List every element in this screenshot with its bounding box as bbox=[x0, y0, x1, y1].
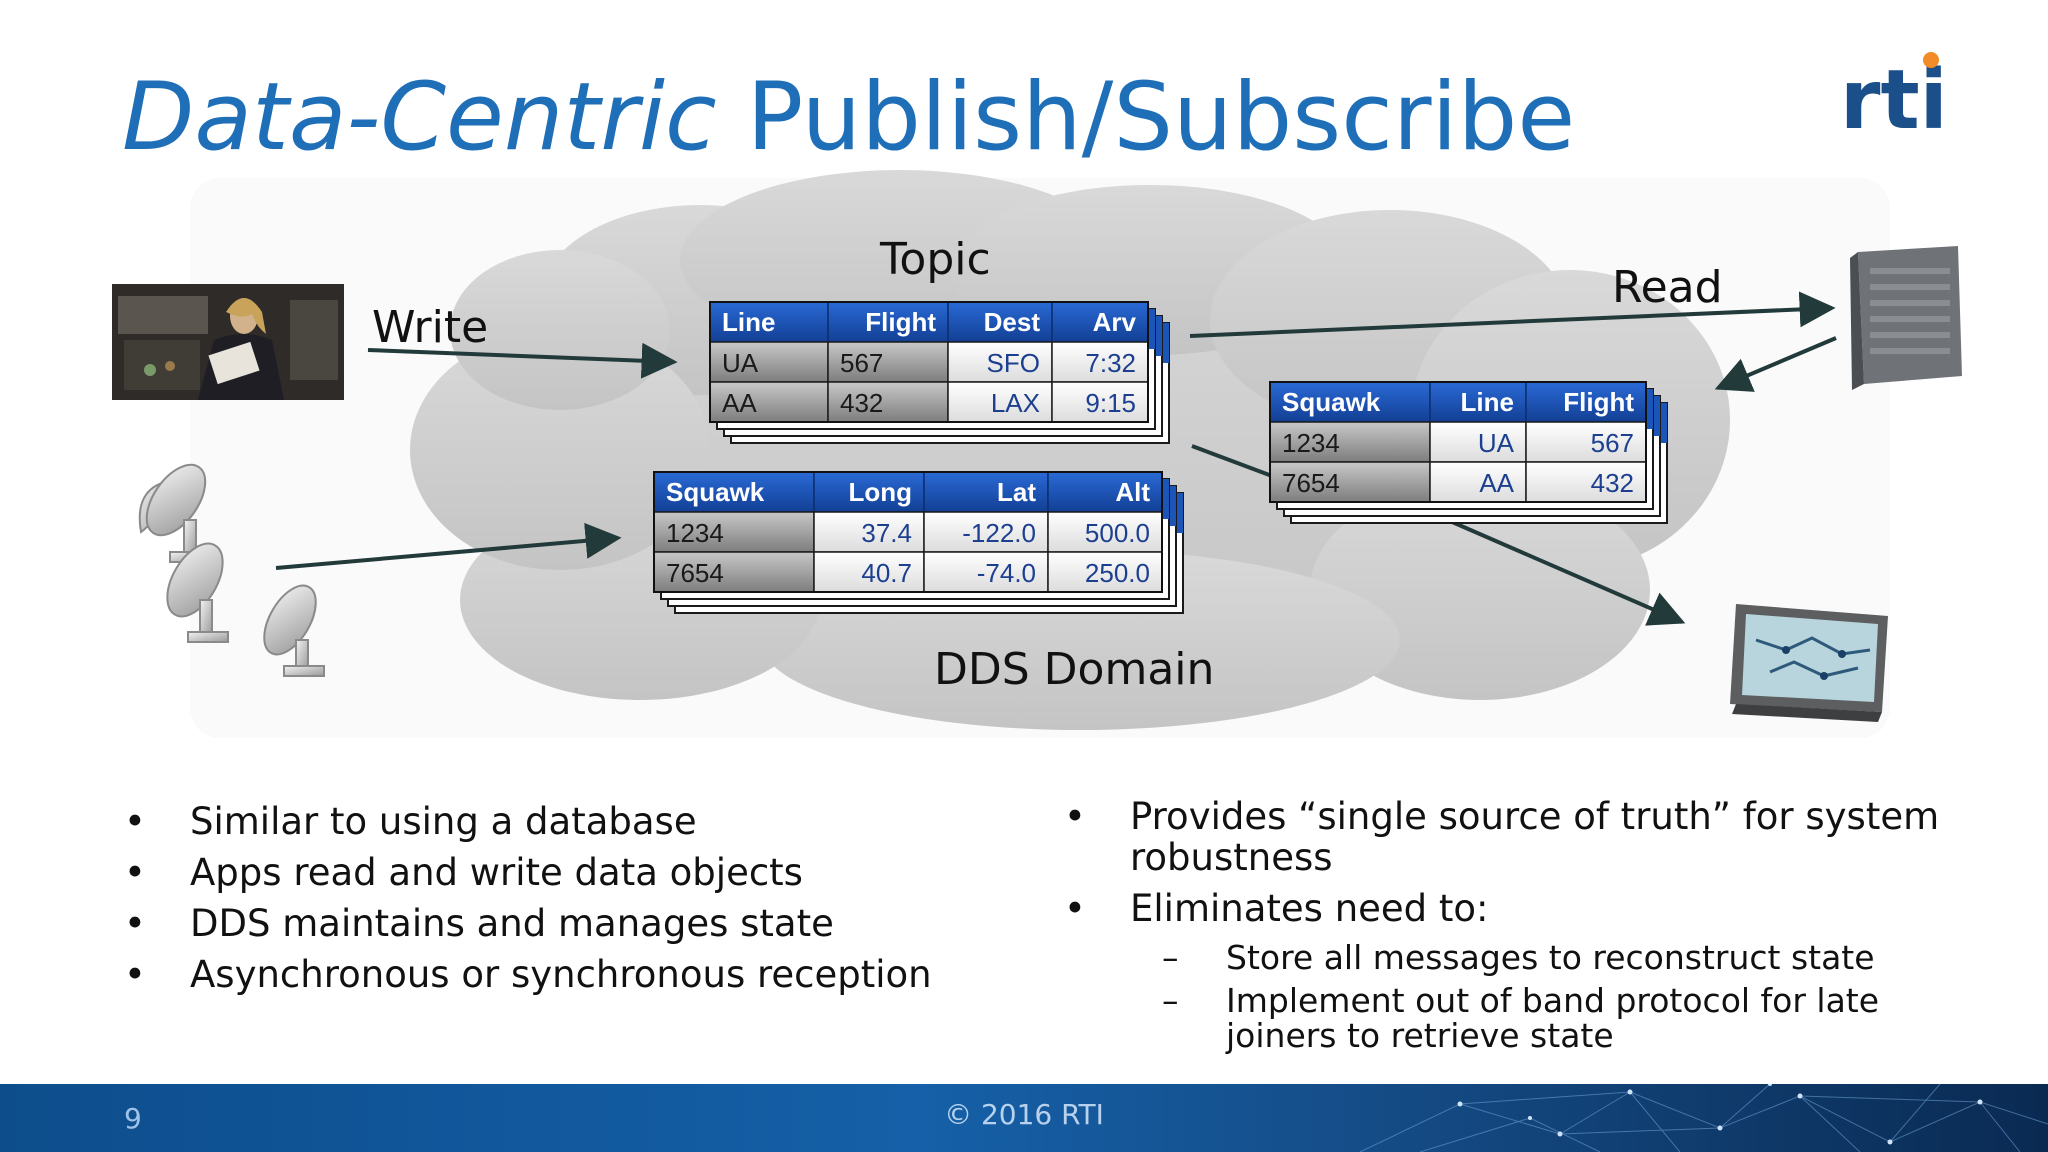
read-arrow-display bbox=[1419, 506, 1686, 626]
title-italic: Data-Centric bbox=[122, 63, 717, 172]
sub-bullet-list: Store all messages to reconstruct state … bbox=[1064, 940, 2048, 1061]
header-label: Dest bbox=[984, 307, 1041, 337]
server-to-table-arrow bbox=[1714, 336, 1837, 392]
cell-value: 7654 bbox=[1282, 468, 1340, 498]
cell-value: 1234 bbox=[1282, 428, 1340, 458]
table-cell bbox=[1269, 421, 1431, 463]
bullet-item-text: Eliminates need to: bbox=[1130, 887, 1489, 930]
logo-dot bbox=[1923, 52, 1939, 68]
table-cell bbox=[923, 511, 1049, 553]
cell-value: 37.4 bbox=[861, 518, 912, 548]
header-label: Alt bbox=[1115, 477, 1150, 507]
left-bullet-list: Similar to using a database Apps read an… bbox=[124, 796, 984, 1000]
cell-value: SFO bbox=[987, 348, 1040, 378]
rti-logo: rti bbox=[1840, 52, 1948, 140]
title-rest: Publish/Subscribe bbox=[716, 63, 1576, 172]
network-decoration bbox=[1359, 1084, 2048, 1152]
header-label: Flight bbox=[1563, 387, 1634, 417]
cell-value: 567 bbox=[1591, 428, 1634, 458]
write-arrow-top bbox=[367, 342, 678, 379]
table-cell bbox=[1051, 341, 1149, 383]
cell-value: 7654 bbox=[666, 558, 724, 588]
footer-bar: 9 © 2016 RTI bbox=[0, 1084, 2048, 1152]
write-arrow-radar bbox=[275, 522, 622, 570]
cell-value: 7:32 bbox=[1085, 348, 1136, 378]
cloud-label: DDS Domain bbox=[934, 644, 1214, 695]
table-cell bbox=[1047, 551, 1163, 593]
cell-value: AA bbox=[722, 388, 757, 418]
cell-value: 1234 bbox=[666, 518, 724, 548]
table-border bbox=[653, 471, 1163, 593]
map-display-icon bbox=[1730, 604, 1888, 722]
pilot-photo bbox=[112, 284, 344, 400]
table-cell bbox=[1051, 381, 1149, 423]
header-label: Squawk bbox=[1282, 387, 1381, 417]
cell-value: -74.0 bbox=[977, 558, 1036, 588]
bullet-item: DDS maintains and manages state bbox=[124, 898, 984, 949]
header-label: Long bbox=[848, 477, 912, 507]
topic-link-line bbox=[1191, 444, 1273, 478]
cell-value: 500.0 bbox=[1085, 518, 1150, 548]
right-bullet-list: Provides “single source of truth” for sy… bbox=[1064, 796, 2004, 939]
header-label: Squawk bbox=[666, 477, 765, 507]
table-cell bbox=[923, 551, 1049, 593]
header-label: Lat bbox=[997, 477, 1036, 507]
read-label: Read bbox=[1612, 262, 1723, 313]
copyright: © 2016 RTI bbox=[944, 1098, 1104, 1131]
bullet-item: Asynchronous or synchronous reception bbox=[124, 949, 984, 1000]
squawk-table: Squawk Line Flight 1234 UA 567 7654 AA 432 bbox=[1269, 381, 1668, 524]
cell-value: 432 bbox=[1591, 468, 1634, 498]
cell-value: 40.7 bbox=[861, 558, 912, 588]
sub-bullet-item: Implement out of band protocol for late … bbox=[1162, 983, 1986, 1053]
write-label: Write bbox=[372, 302, 488, 353]
header-label: Flight bbox=[865, 307, 936, 337]
table-cell bbox=[1047, 511, 1163, 553]
header-cell bbox=[709, 301, 829, 343]
radar-table: Squawk Long Lat Alt 1234 37.4 -122.0 500.0 7654 4… bbox=[653, 471, 1184, 614]
page-number: 9 bbox=[124, 1102, 142, 1135]
bullet-item: Similar to using a database bbox=[124, 796, 984, 847]
table-cell bbox=[1429, 461, 1527, 503]
radar-dishes-icon bbox=[138, 463, 325, 677]
table-cell bbox=[827, 341, 949, 383]
header-label: Line bbox=[1461, 387, 1514, 417]
header-label: Arv bbox=[1093, 307, 1137, 337]
table-border bbox=[709, 301, 1149, 423]
table-cell bbox=[1525, 461, 1647, 503]
slide-title: Data-Centric Publish/Subscribe bbox=[122, 62, 1575, 175]
cell-value: 250.0 bbox=[1085, 558, 1150, 588]
header-label: Line bbox=[722, 307, 775, 337]
table-cell bbox=[947, 341, 1053, 383]
table-cell bbox=[653, 511, 815, 553]
cell-value: 432 bbox=[840, 388, 883, 418]
server-icon bbox=[1850, 246, 1962, 390]
header-cell bbox=[947, 301, 1053, 343]
cell-value: AA bbox=[1479, 468, 1514, 498]
read-arrow-server bbox=[1189, 291, 1836, 338]
table-cell bbox=[1269, 461, 1431, 503]
table-cell bbox=[1429, 421, 1527, 463]
bullet-item: Provides “single source of truth” for sy… bbox=[1064, 796, 2004, 878]
arrows bbox=[275, 291, 1837, 626]
header-cell bbox=[813, 471, 925, 513]
cell-value: LAX bbox=[991, 388, 1040, 418]
bullet-item: Eliminates need to: bbox=[1064, 888, 2004, 929]
cell-value: UA bbox=[722, 348, 759, 378]
table-cell bbox=[947, 381, 1053, 423]
cell-value: 567 bbox=[840, 348, 883, 378]
cell-value: 9:15 bbox=[1085, 388, 1136, 418]
bullet-item: Apps read and write data objects bbox=[124, 847, 984, 898]
sub-bullet-item: Store all messages to reconstruct state bbox=[1162, 940, 1986, 975]
table-border bbox=[1269, 381, 1647, 503]
header-cell bbox=[923, 471, 1049, 513]
table-cell bbox=[813, 511, 925, 553]
cell-value: UA bbox=[1478, 428, 1515, 458]
topic-label: Topic bbox=[879, 234, 991, 285]
cell-value: -122.0 bbox=[962, 518, 1036, 548]
